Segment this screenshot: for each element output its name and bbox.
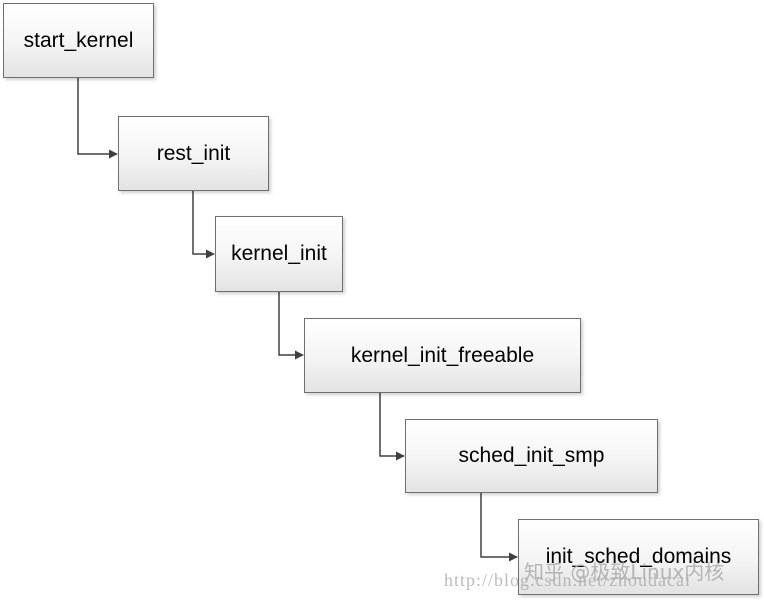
node-label: sched_init_smp: [458, 444, 605, 467]
node-label: rest_init: [156, 141, 231, 165]
connector-sched-init-smp-to-init-sched-domains: [480, 493, 518, 562]
node-kernel-init: kernel_init: [215, 216, 343, 292]
connector-kernel-init-to-kernel-init-freeable: [278, 292, 304, 360]
node-rest-init: rest_init: [118, 116, 269, 191]
node-kernel-init-freeable: kernel_init_freeable: [304, 318, 581, 393]
node-label: kernel_init: [231, 242, 327, 265]
node-start-kernel: start_kernel: [3, 3, 154, 78]
connector-kernel-init-freeable-to-sched-init-smp: [379, 393, 405, 461]
node-label: kernel_init_freeable: [350, 343, 535, 367]
node-label: start_kernel: [23, 28, 134, 52]
node-sched-init-smp: sched_init_smp: [405, 419, 658, 493]
node-label: init_sched_domains: [545, 545, 732, 568]
connector-start-kernel-to-rest-init: [77, 78, 118, 159]
node-init-sched-domains: init_sched_domains: [518, 519, 759, 595]
connector-rest-init-to-kernel-init: [192, 191, 215, 259]
